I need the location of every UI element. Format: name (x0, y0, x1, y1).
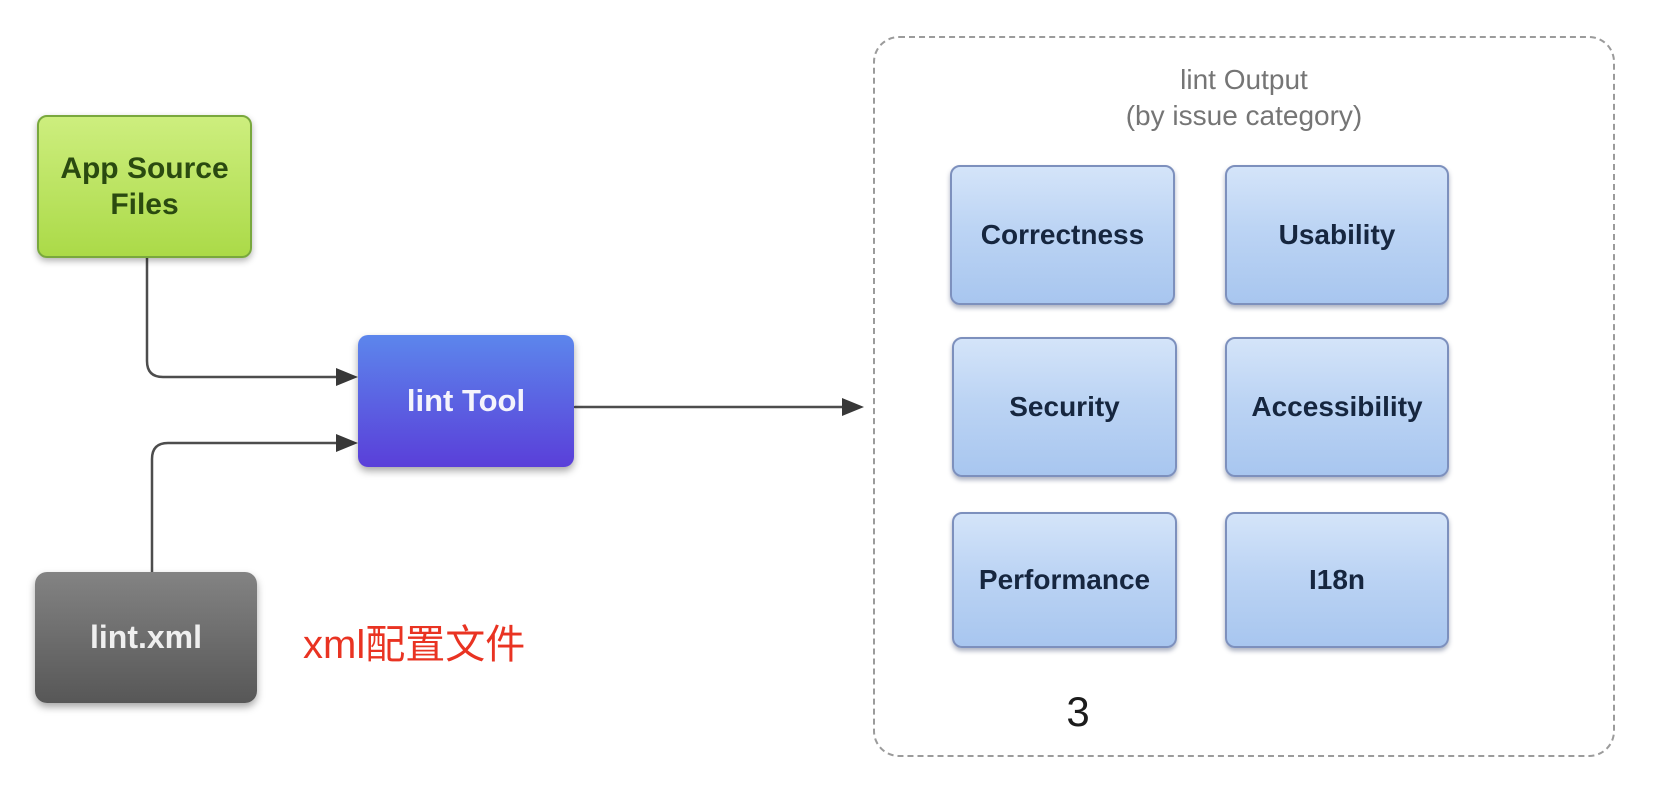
category-label: Performance (978, 564, 1151, 595)
arrow-lint-xml-to-lint-tool (150, 434, 358, 574)
category-label: I18n (1308, 564, 1366, 595)
category-correctness: Correctness (950, 165, 1175, 305)
category-label: Security (1009, 391, 1120, 422)
lint-output-group-title: lint Output (by issue category) (875, 62, 1613, 135)
node-lint-tool: lint Tool (358, 335, 574, 467)
category-usability: Usability (1225, 165, 1449, 305)
lint-output-group: lint Output (by issue category) Correctn… (873, 36, 1615, 757)
xml-config-annotation: xml配置文件 (303, 623, 526, 667)
arrowhead-icon (336, 368, 358, 386)
arrowhead-icon (336, 434, 358, 452)
category-label: Usability (1278, 219, 1396, 250)
arrowhead-icon (842, 398, 864, 416)
node-lint-xml: lint.xml (35, 572, 257, 703)
group-title-line1: lint Output (1180, 64, 1308, 95)
slide-page-number: 3 (1066, 688, 1090, 735)
category-label: Correctness (980, 219, 1145, 250)
category-performance: Performance (952, 512, 1177, 648)
node-lint-xml-label: lint.xml (89, 619, 202, 655)
category-i18n: I18n (1225, 512, 1449, 648)
node-app-source-files-label: App Source Files (60, 151, 229, 221)
arrow-app-source-to-lint-tool (145, 256, 358, 386)
node-lint-tool-label: lint Tool (406, 383, 526, 418)
arrow-lint-tool-to-output (573, 398, 864, 416)
category-accessibility: Accessibility (1225, 337, 1449, 477)
node-app-source-files: App Source Files (37, 115, 252, 258)
category-label: Accessibility (1251, 391, 1423, 422)
category-security: Security (952, 337, 1177, 477)
group-title-line2: (by issue category) (1125, 100, 1363, 132)
